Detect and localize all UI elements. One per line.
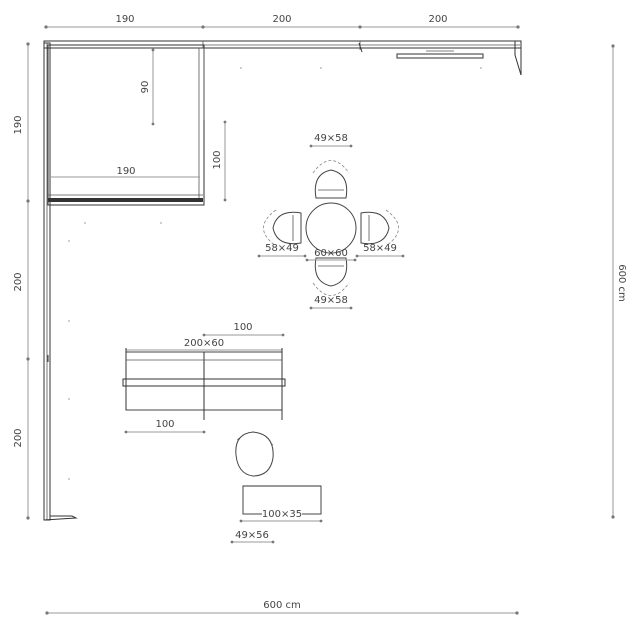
dim-wardrobe-front: 100 [212, 150, 223, 169]
dim-desk: 200×60 [184, 338, 224, 349]
round-table [305, 202, 357, 254]
dim-wardrobe-width: 190 [116, 166, 135, 177]
dim-left-3: 200 [13, 428, 24, 447]
chair-right [360, 209, 399, 247]
dim-chair-bottom: 49×58 [314, 295, 348, 306]
desk: 100 200×60 100 [122, 322, 286, 434]
dining-set: 49×58 49×58 58×49 58×49 60×60 [257, 133, 405, 310]
dim-chair-right: 58×49 [363, 243, 397, 254]
dim-chair-top: 49×58 [314, 133, 348, 144]
chair-bottom [312, 257, 350, 296]
dim-stool: 49×56 [235, 530, 269, 541]
chair-left [263, 209, 302, 247]
dim-left-2: 200 [13, 272, 24, 291]
dim-top-2: 200 [272, 14, 291, 25]
bench: 100×35 [239, 485, 323, 523]
dim-bench: 100×35 [262, 509, 302, 520]
left-dimension-chain: 190 200 200 [13, 42, 30, 520]
right-dimension: 600 cm [611, 44, 628, 519]
dim-left-1: 190 [13, 115, 24, 134]
dim-table: 60×60 [314, 248, 348, 259]
dim-top-1: 190 [115, 14, 134, 25]
dim-wardrobe-depth: 90 [140, 81, 151, 94]
stool: 49×56 [230, 431, 275, 544]
top-dimension-chain: 190 200 200 [44, 14, 520, 29]
reference-marks [68, 67, 482, 480]
bottom-dimension: 600 cm [45, 598, 519, 615]
dim-bottom-total: 600 cm [263, 600, 301, 611]
dim-desk-half: 100 [233, 322, 252, 333]
dim-right-total: 600 cm [616, 264, 627, 302]
walls [43, 40, 522, 521]
dim-desk-bottom: 100 [155, 419, 174, 430]
chair-top [312, 160, 350, 199]
wardrobe: 90 190 100 [47, 44, 227, 206]
dim-chair-left: 58×49 [265, 243, 299, 254]
dim-top-3: 200 [428, 14, 447, 25]
